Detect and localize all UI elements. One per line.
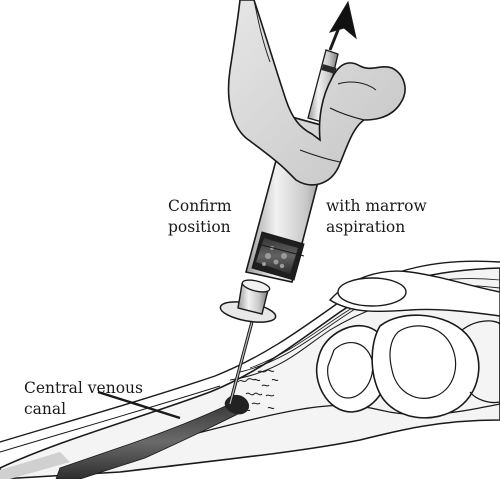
label-marrow-aspiration: with marrow aspiration — [326, 196, 427, 238]
canal-pointer-line — [97, 390, 181, 420]
label-confirm-line1: Confirm — [168, 197, 232, 215]
label-canal-line1: Central venous — [24, 379, 143, 397]
syringe-plunger — [307, 49, 339, 123]
bone-cross-section — [315, 314, 500, 419]
label-marrow-line2: aspiration — [326, 218, 406, 236]
marrow-sinusoids — [231, 369, 279, 412]
pull-arrow-icon — [328, 0, 357, 51]
label-confirm-position: Confirm position — [168, 196, 232, 238]
bone-epiphysis — [328, 270, 500, 317]
needle — [228, 317, 255, 405]
hand — [227, 0, 406, 186]
label-confirm-line2: position — [168, 218, 231, 236]
needle-hub — [219, 279, 277, 323]
label-canal-line2: canal — [24, 400, 67, 418]
label-marrow-line1: with marrow — [326, 197, 427, 215]
label-central-venous-canal: Central venous canal — [24, 378, 143, 420]
